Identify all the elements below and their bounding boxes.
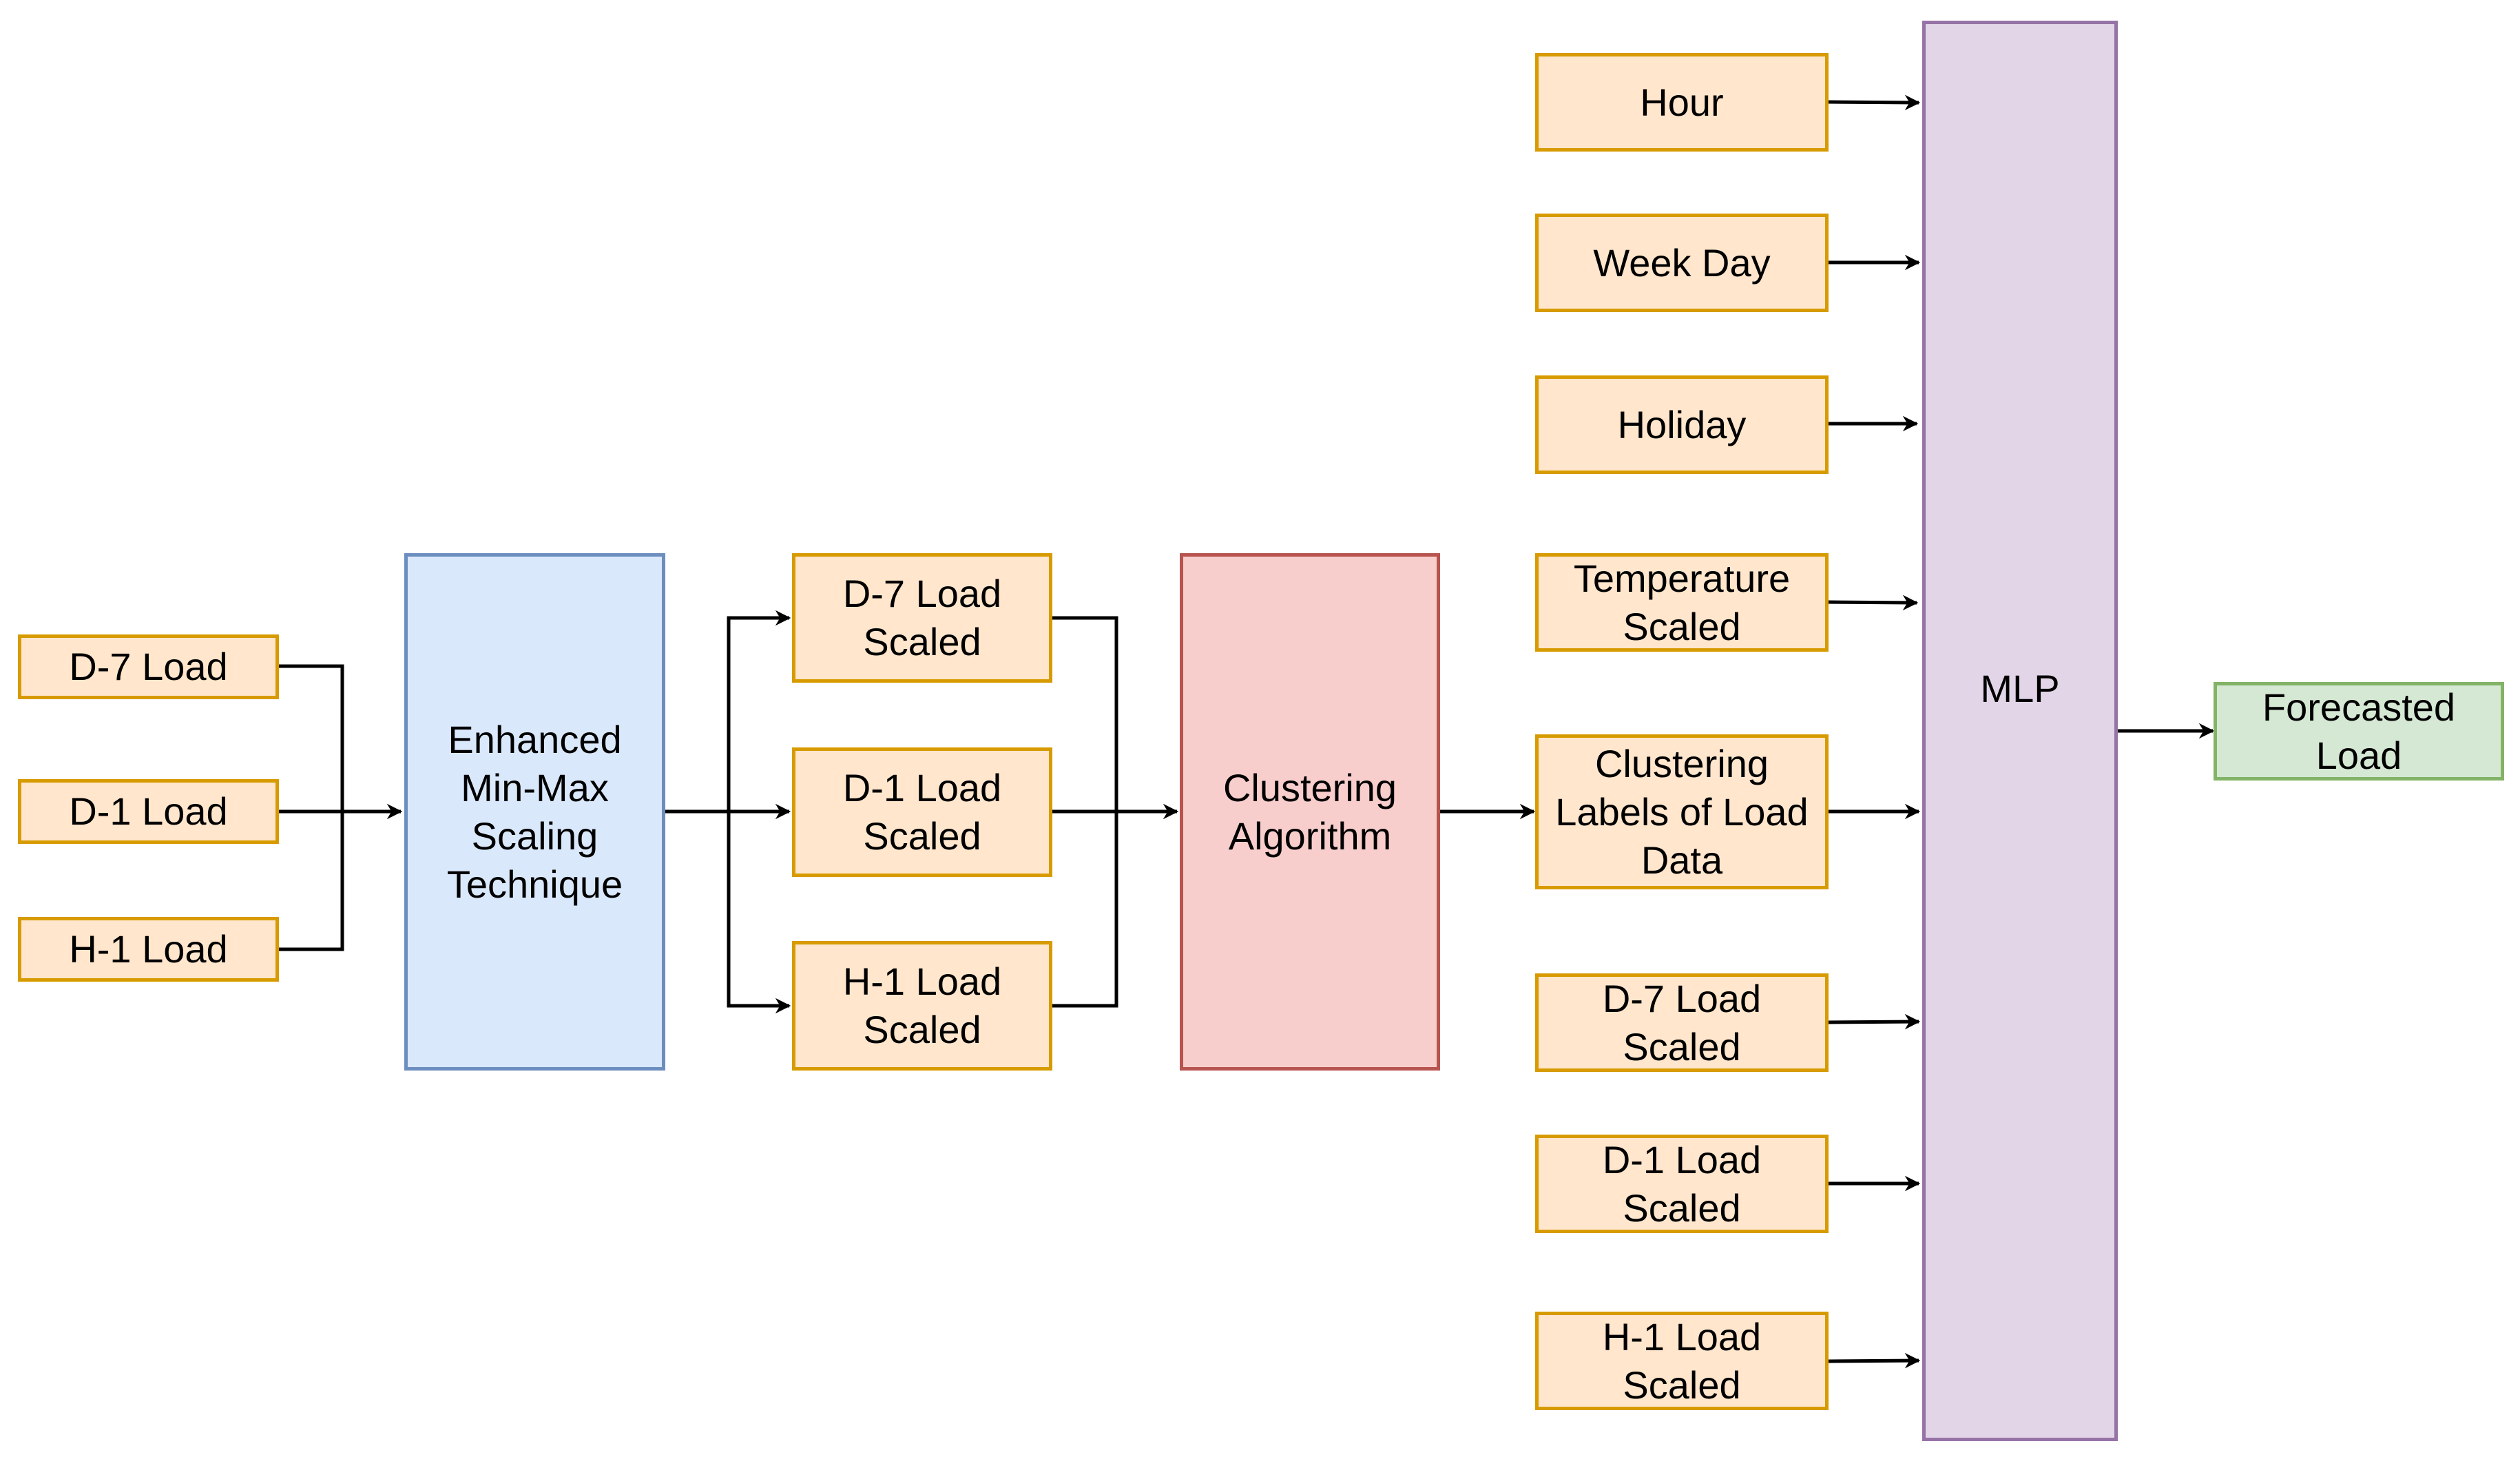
input-d1-load-label: D-1 Load bbox=[69, 789, 228, 833]
feature-temperature: Temperature Scaled bbox=[1535, 553, 1829, 652]
scaled-h1-load: H-1 Load Scaled bbox=[792, 941, 1052, 1071]
feature-d7-scaled: D-7 Load Scaled bbox=[1535, 973, 1829, 1072]
edge-h1-scaled-to-clustering bbox=[1052, 812, 1118, 1008]
input-d7-load: D-7 Load bbox=[18, 634, 279, 699]
feature-holiday: Holiday bbox=[1535, 375, 1829, 474]
feature-holiday-label: Holiday bbox=[1617, 402, 1747, 446]
edge-scaling-to-d7-scaled bbox=[727, 610, 791, 812]
edge-hour-to-mlp bbox=[1828, 94, 1921, 111]
feature-temperature-label: Temperature Scaled bbox=[1573, 556, 1791, 648]
scaled-d7-load: D-7 Load Scaled bbox=[792, 553, 1052, 683]
output-forecasted-load: Forecasted Load bbox=[2214, 682, 2504, 781]
feature-h1-scaled-label: H-1 Load Scaled bbox=[1602, 1314, 1762, 1407]
scaling-technique-box: Enhanced Min-Max Scaling Technique bbox=[404, 553, 665, 1071]
input-d7-load-label: D-7 Load bbox=[69, 645, 228, 688]
edge-d7-load-to-scaling bbox=[279, 664, 344, 812]
input-d1-load: D-1 Load bbox=[18, 779, 279, 844]
feature-d1-scaled-label: D-1 Load Scaled bbox=[1602, 1137, 1762, 1230]
scaling-technique-label: Enhanced Min-Max Scaling Technique bbox=[446, 717, 623, 906]
scaled-d1-load-label: D-1 Load Scaled bbox=[842, 766, 1002, 858]
feature-cluster-labels-label: Clustering Labels of Load Data bbox=[1555, 741, 1809, 882]
feature-weekday-label: Week Day bbox=[1593, 240, 1771, 285]
input-h1-load: H-1 Load bbox=[18, 917, 279, 982]
feature-d7-scaled-label: D-7 Load Scaled bbox=[1602, 976, 1762, 1068]
feature-cluster-labels: Clustering Labels of Load Data bbox=[1535, 734, 1829, 889]
feature-hour-label: Hour bbox=[1640, 80, 1724, 124]
feature-hour: Hour bbox=[1535, 53, 1829, 152]
output-forecasted-load-label: Forecasted Load bbox=[2262, 685, 2456, 777]
scaled-d7-load-label: D-7 Load Scaled bbox=[842, 572, 1002, 663]
feature-weekday: Week Day bbox=[1535, 214, 1829, 312]
mlp-label: MLP bbox=[1980, 667, 2060, 710]
clustering-algorithm-box: Clustering Algorithm bbox=[1180, 553, 1440, 1071]
feature-d1-scaled: D-1 Load Scaled bbox=[1535, 1135, 1829, 1233]
mlp-box: MLP bbox=[1922, 21, 2118, 1441]
scaled-d1-load: D-1 Load Scaled bbox=[792, 747, 1052, 877]
edge-temperature-to-mlp bbox=[1828, 595, 1919, 611]
edge-scaling-to-h1-scaled bbox=[727, 812, 791, 1014]
input-h1-load-label: H-1 Load bbox=[69, 927, 228, 971]
feature-h1-scaled: H-1 Load Scaled bbox=[1535, 1312, 1829, 1410]
scaled-h1-load-label: H-1 Load Scaled bbox=[842, 960, 1002, 1051]
edge-d7-scaled-to-clustering bbox=[1052, 616, 1118, 812]
clustering-algorithm-label: Clustering Algorithm bbox=[1222, 765, 1397, 858]
edge-h1-load-to-scaling bbox=[279, 812, 344, 951]
